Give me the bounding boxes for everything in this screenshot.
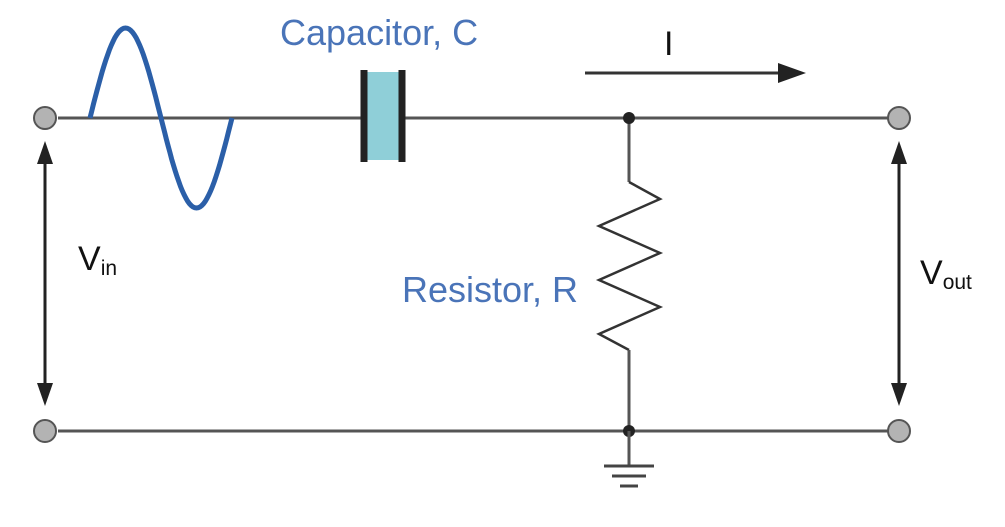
current-label: I — [664, 25, 673, 63]
vout-label: Vout — [920, 254, 972, 294]
junction-node-top — [623, 112, 635, 124]
sine-wave-source-icon — [87, 25, 235, 211]
vin-label-main: V — [78, 240, 101, 278]
vout-label-main: V — [920, 254, 943, 292]
current-arrow — [585, 63, 806, 83]
vout-label-subscript: out — [943, 271, 972, 294]
terminal-output-top — [887, 106, 911, 130]
terminal-input-top — [33, 106, 57, 130]
terminal-output-bottom — [887, 419, 911, 443]
terminal-input-bottom — [33, 419, 57, 443]
resistor-label: Resistor, R — [402, 269, 578, 310]
vin-label-subscript: in — [101, 257, 117, 280]
capacitor-symbol — [360, 70, 406, 162]
capacitor-label: Capacitor, C — [280, 12, 478, 53]
resistor-symbol — [595, 180, 664, 352]
vin-voltage-arrow — [37, 141, 53, 406]
ground-icon — [604, 431, 654, 488]
vin-label: Vin — [78, 240, 117, 280]
vout-voltage-arrow — [891, 141, 907, 406]
